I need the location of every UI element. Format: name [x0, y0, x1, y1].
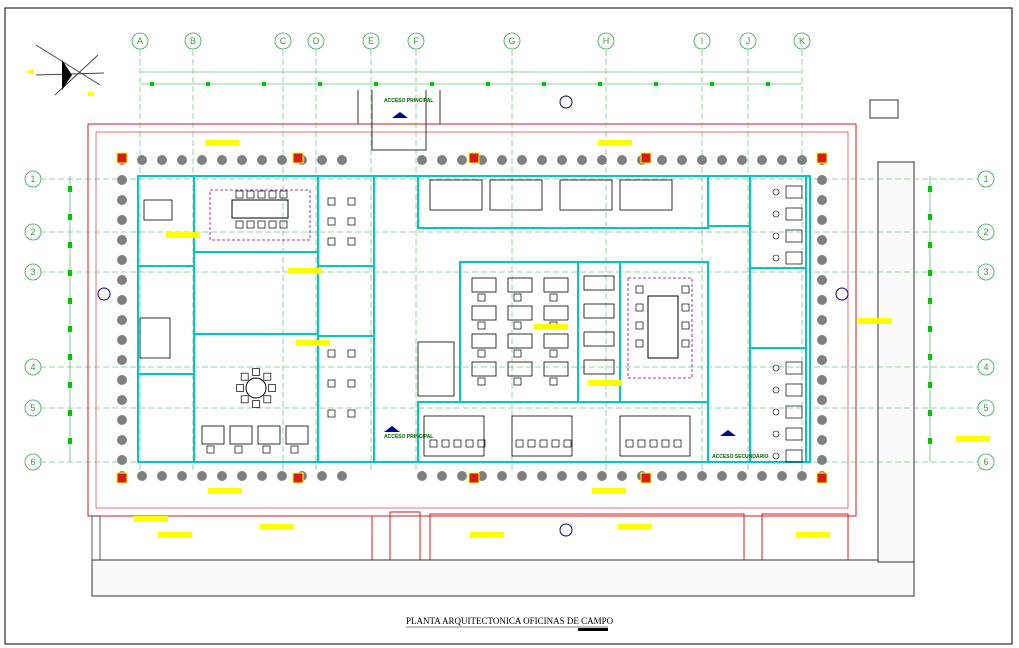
svg-text:C: C: [280, 36, 287, 46]
svg-text:ACCESO PRINCIPAL: ACCESO PRINCIPAL: [384, 434, 433, 440]
site-boundary: [87, 123, 857, 517]
svg-text:6: 6: [983, 457, 988, 467]
structural-columns: [116, 152, 828, 484]
grid-bubble-F: F: [407, 32, 425, 50]
office-furniture: [139, 179, 803, 463]
grid-bubble-row-3-left: 3: [24, 263, 42, 281]
conference-table-right: [627, 277, 693, 379]
grid-bubble-K: K: [793, 32, 811, 50]
svg-text:F: F: [413, 36, 419, 46]
grid-bubble-A: A: [131, 32, 149, 50]
grid-bubble-G: G: [503, 32, 521, 50]
conference-table-left: [209, 189, 311, 241]
access-secondary: ACCESO SECUNDARIO: [712, 430, 769, 460]
grid-bubble-row-5-left: 5: [24, 399, 42, 417]
section-marker-icon: [97, 95, 849, 537]
svg-text:1: 1: [983, 174, 988, 184]
grid-bubble-row-6-left: 6: [24, 453, 42, 471]
svg-text:G: G: [508, 36, 515, 46]
grid-bubble-row-2-right: 2: [977, 223, 995, 241]
legend-box: [869, 99, 899, 119]
drawing-title: PLANTA ARQUITECTONICA OFICINAS DE CAMPO: [406, 616, 614, 626]
svg-text:D: D: [313, 36, 320, 46]
svg-text:J: J: [746, 36, 751, 46]
grid-bubble-E: E: [362, 32, 380, 50]
round-table: [245, 377, 267, 399]
grid-bubble-row-1-right: 1: [977, 170, 995, 188]
grid-bubble-row-5-right: 5: [977, 399, 995, 417]
grid-bubble-row-4-left: 4: [24, 358, 42, 376]
parking-bays: [100, 511, 849, 560]
svg-text:1: 1: [30, 174, 35, 184]
grid-bubble-B: B: [184, 32, 202, 50]
grid-bubble-row-2-left: 2: [24, 223, 42, 241]
svg-text:E: E: [368, 36, 374, 46]
svg-text:5: 5: [983, 403, 988, 413]
access-main-bottom: ACCESO PRINCIPAL: [384, 426, 433, 440]
svg-text:ACCESO PRINCIPAL: ACCESO PRINCIPAL: [384, 98, 433, 104]
svg-text:H: H: [603, 36, 610, 46]
grid-bubble-J: J: [739, 32, 757, 50]
building-walls: [137, 175, 811, 463]
svg-text:A: A: [137, 36, 143, 46]
grid-bubble-row-6-right: 6: [977, 453, 995, 471]
svg-text:ACCESO SECUNDARIO: ACCESO SECUNDARIO: [712, 454, 769, 460]
svg-text:3: 3: [983, 267, 988, 277]
access-main-top: ACCESO PRINCIPAL: [384, 98, 433, 118]
grid-bubble-I: I: [693, 32, 711, 50]
grid-bubble-H: H: [597, 32, 615, 50]
svg-text:4: 4: [983, 362, 988, 372]
svg-text:4: 4: [30, 362, 35, 372]
svg-text:5: 5: [30, 403, 35, 413]
svg-text:K: K: [799, 36, 805, 46]
north-arrow-icon: [28, 44, 105, 96]
svg-text:B: B: [190, 36, 196, 46]
grid-bubble-row-4-right: 4: [977, 358, 995, 376]
svg-text:2: 2: [983, 227, 988, 237]
svg-text:3: 3: [30, 267, 35, 277]
grid-bubble-D: D: [307, 32, 325, 50]
grid-bubble-row-3-right: 3: [977, 263, 995, 281]
sheet-border: [4, 7, 1013, 645]
grid-bubble-C: C: [274, 32, 292, 50]
grid-bubble-row-1-left: 1: [24, 170, 42, 188]
annotation-tags: [68, 82, 990, 538]
svg-text:I: I: [701, 36, 704, 46]
sidewalk-area: [91, 161, 915, 597]
svg-text:2: 2: [30, 227, 35, 237]
entrance-notch: [357, 90, 441, 151]
svg-text:6: 6: [30, 457, 35, 467]
